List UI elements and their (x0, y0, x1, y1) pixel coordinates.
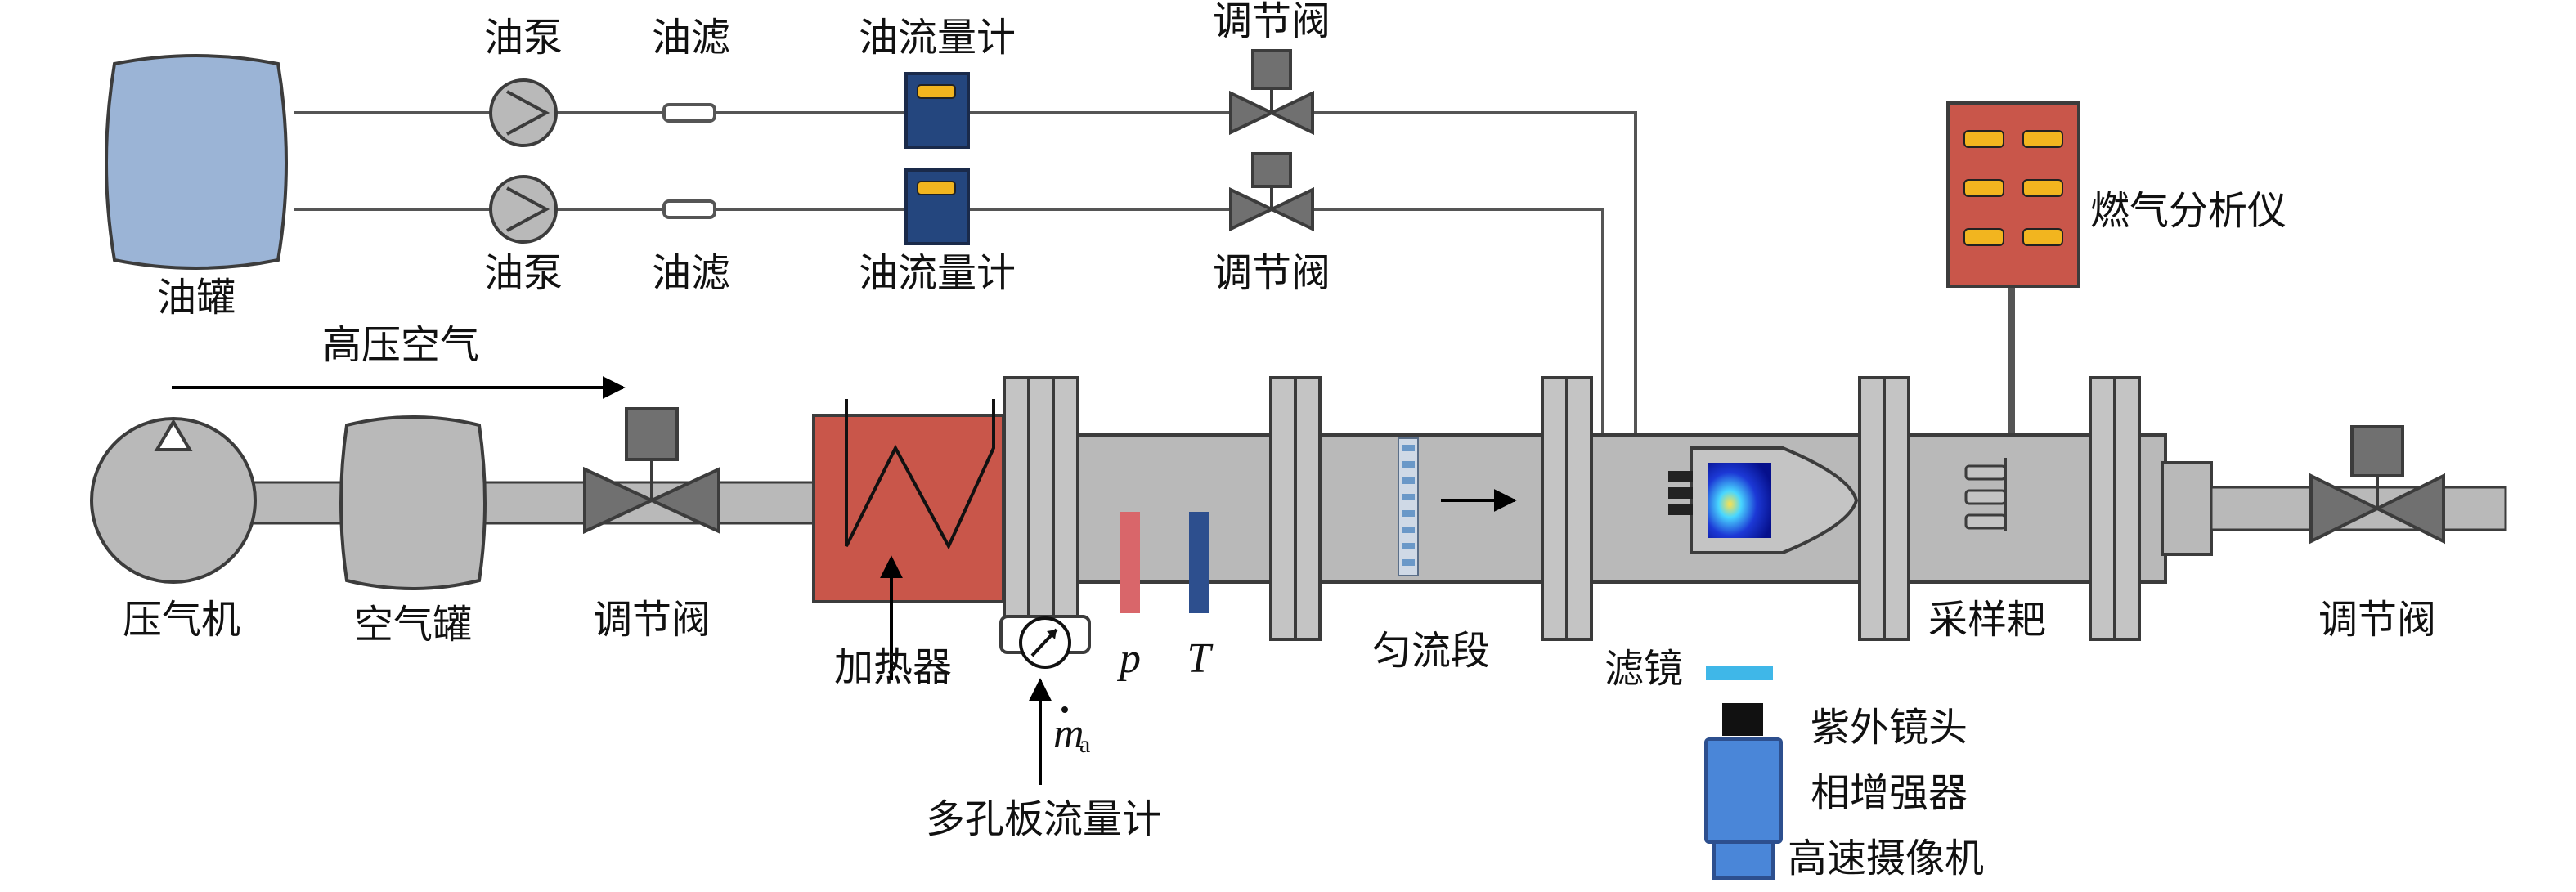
filter-label: 滤镜 (1604, 646, 1683, 692)
flow-straightener (1398, 437, 1419, 576)
pressure-symbol: p (1116, 635, 1141, 682)
uv-lens (1722, 703, 1763, 736)
combustor-nozzle (1668, 446, 1859, 554)
oil-tank (105, 54, 288, 270)
temperature-probe (1189, 512, 1209, 613)
sampling-rake-label: 采样耙 (1928, 597, 2046, 643)
oil-pump-top (489, 78, 558, 147)
valve-right (2309, 425, 2445, 545)
oil-filter-bottom-label: 油滤 (652, 250, 730, 296)
mass-flow-symbol: m (1053, 710, 1084, 757)
air-pipe (236, 481, 844, 525)
high-speed-camera (1712, 840, 1775, 880)
valve-left (583, 407, 720, 535)
valve-mid (1229, 152, 1314, 232)
oil-filter-bottom (662, 199, 716, 219)
valve-left-label: 调节阀 (593, 597, 711, 643)
oil-flowmeter-top (904, 72, 970, 149)
fuel-lines (294, 111, 2015, 486)
optical-filter (1706, 666, 1773, 680)
valve-top (1229, 49, 1314, 136)
mass-flow-subscript: a (1079, 731, 1090, 758)
oil-flowmeter-bottom (904, 168, 970, 245)
heater-label: 加热器 (834, 644, 952, 690)
heater (812, 399, 1005, 603)
air-tank-label: 空气罐 (354, 602, 472, 648)
pressure-probe (1120, 512, 1140, 613)
intensifier (1704, 737, 1783, 844)
oil-tank-label: 油罐 (157, 275, 236, 320)
oil-filter-top-label: 油滤 (652, 15, 730, 61)
mass-flow-dot (1061, 706, 1068, 713)
high-speed-camera-label: 高速摄像机 (1788, 836, 1984, 881)
uv-lens-label: 紫外镜头 (1811, 705, 1968, 751)
duct-outlet-stub (2161, 461, 2213, 556)
compressor (90, 417, 257, 584)
valve-right-label: 调节阀 (2318, 597, 2436, 643)
oil-flowmeter-bottom-label: 油流量计 (859, 250, 1016, 296)
air-tank (339, 415, 487, 590)
camera-assembly (1704, 703, 1783, 880)
oil-filter-top (662, 103, 716, 123)
temperature-symbol: T (1187, 635, 1214, 682)
sampling-rake (1964, 458, 2007, 531)
valve-top-label: 调节阀 (1213, 0, 1331, 44)
intensifier-label: 相增强器 (1811, 770, 1968, 816)
high-pressure-air-label: 高压空气 (322, 322, 479, 368)
compressor-label: 压气机 (123, 597, 240, 643)
orifice-flowmeter-label: 多孔板流量计 (926, 796, 1161, 842)
gas-analyzer (1946, 101, 2080, 288)
oil-flowmeter-top-label: 油流量计 (859, 15, 1016, 61)
flow-straightener-label: 匀流段 (1372, 628, 1490, 674)
gas-analyzer-label: 燃气分析仪 (2090, 188, 2287, 234)
orifice-gauge (999, 615, 1091, 669)
oil-pump-bottom-label: 油泵 (484, 250, 563, 296)
orifice-flange-assembly (1003, 376, 1079, 641)
oil-pump-top-label: 油泵 (484, 15, 563, 61)
valve-mid-label: 调节阀 (1213, 250, 1331, 296)
flame-image (1708, 463, 1771, 538)
oil-pump-bottom (489, 175, 558, 244)
